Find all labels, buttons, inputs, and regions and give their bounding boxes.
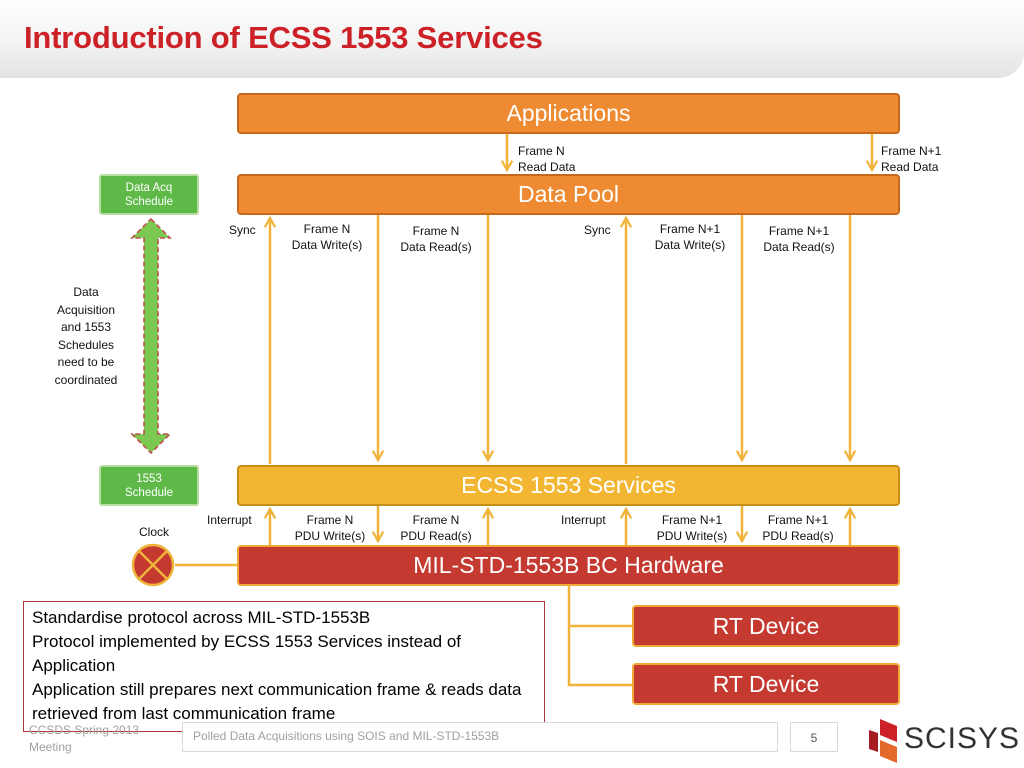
scisys-logo-text: SCISYS: [904, 722, 1021, 755]
label-clock: Clock: [139, 525, 170, 539]
label-frame-n1-data-read: Frame N+1 Data Read(s): [763, 224, 835, 254]
coordination-double-arrow: [130, 217, 172, 455]
label-interrupt-2: Interrupt: [561, 513, 606, 527]
label-interrupt-1: Interrupt: [207, 513, 252, 527]
label-frame-n-read-data: Frame N Read Data: [518, 144, 576, 174]
slide-title: Introduction of ECSS 1553 Services: [24, 20, 543, 55]
label-frame-n-data-read: Frame N Data Read(s): [400, 224, 472, 254]
label-frame-n-pdu-write: Frame N PDU Write(s): [294, 513, 366, 543]
label-frame-n-pdu-read: Frame N PDU Read(s): [400, 513, 472, 543]
rt-bus-connector: [567, 586, 632, 687]
rt-device-box-2: RT Device: [632, 663, 900, 705]
label-frame-n-data-write: Frame N Data Write(s): [291, 222, 363, 252]
note-line-2: Protocol implemented by ECSS 1553 Servic…: [32, 632, 462, 675]
footer-presentation-title: Polled Data Acquisitions using SOIS and …: [182, 722, 778, 752]
label-frame-n1-data-write: Frame N+1 Data Write(s): [654, 222, 726, 252]
footer-event: CCSDS Spring 2013 Meeting: [29, 723, 140, 754]
label-sync-2: Sync: [584, 223, 611, 237]
ecss-1553-services-box: ECSS 1553 Services: [237, 465, 900, 506]
label-sync-1: Sync: [229, 223, 256, 237]
label-frame-n1-read-data: Frame N+1 Read Data: [881, 144, 942, 174]
bc-hardware-box: MIL-STD-1553B BC Hardware: [237, 545, 900, 586]
applications-box: Applications: [237, 93, 900, 134]
data-acq-schedule-box: Data Acq Schedule: [99, 174, 199, 215]
note-line-1: Standardise protocol across MIL-STD-1553…: [32, 608, 371, 627]
schedule-1553-box: 1553 Schedule: [99, 465, 199, 506]
coordination-note: Data Acquisition and 1553 Schedules need…: [54, 285, 118, 387]
note-line-3: Application still prepares next communic…: [32, 680, 522, 723]
rt-device-box-1: RT Device: [632, 605, 900, 647]
label-frame-n1-pdu-read: Frame N+1 PDU Read(s): [762, 513, 834, 543]
footer-page-number: 5: [790, 722, 838, 752]
notes-box: Standardise protocol across MIL-STD-1553…: [23, 601, 545, 732]
clock-icon: [131, 543, 175, 587]
header-band: [0, 0, 1024, 78]
data-pool-box: Data Pool: [237, 174, 900, 215]
label-frame-n1-pdu-write: Frame N+1 PDU Write(s): [656, 513, 728, 543]
